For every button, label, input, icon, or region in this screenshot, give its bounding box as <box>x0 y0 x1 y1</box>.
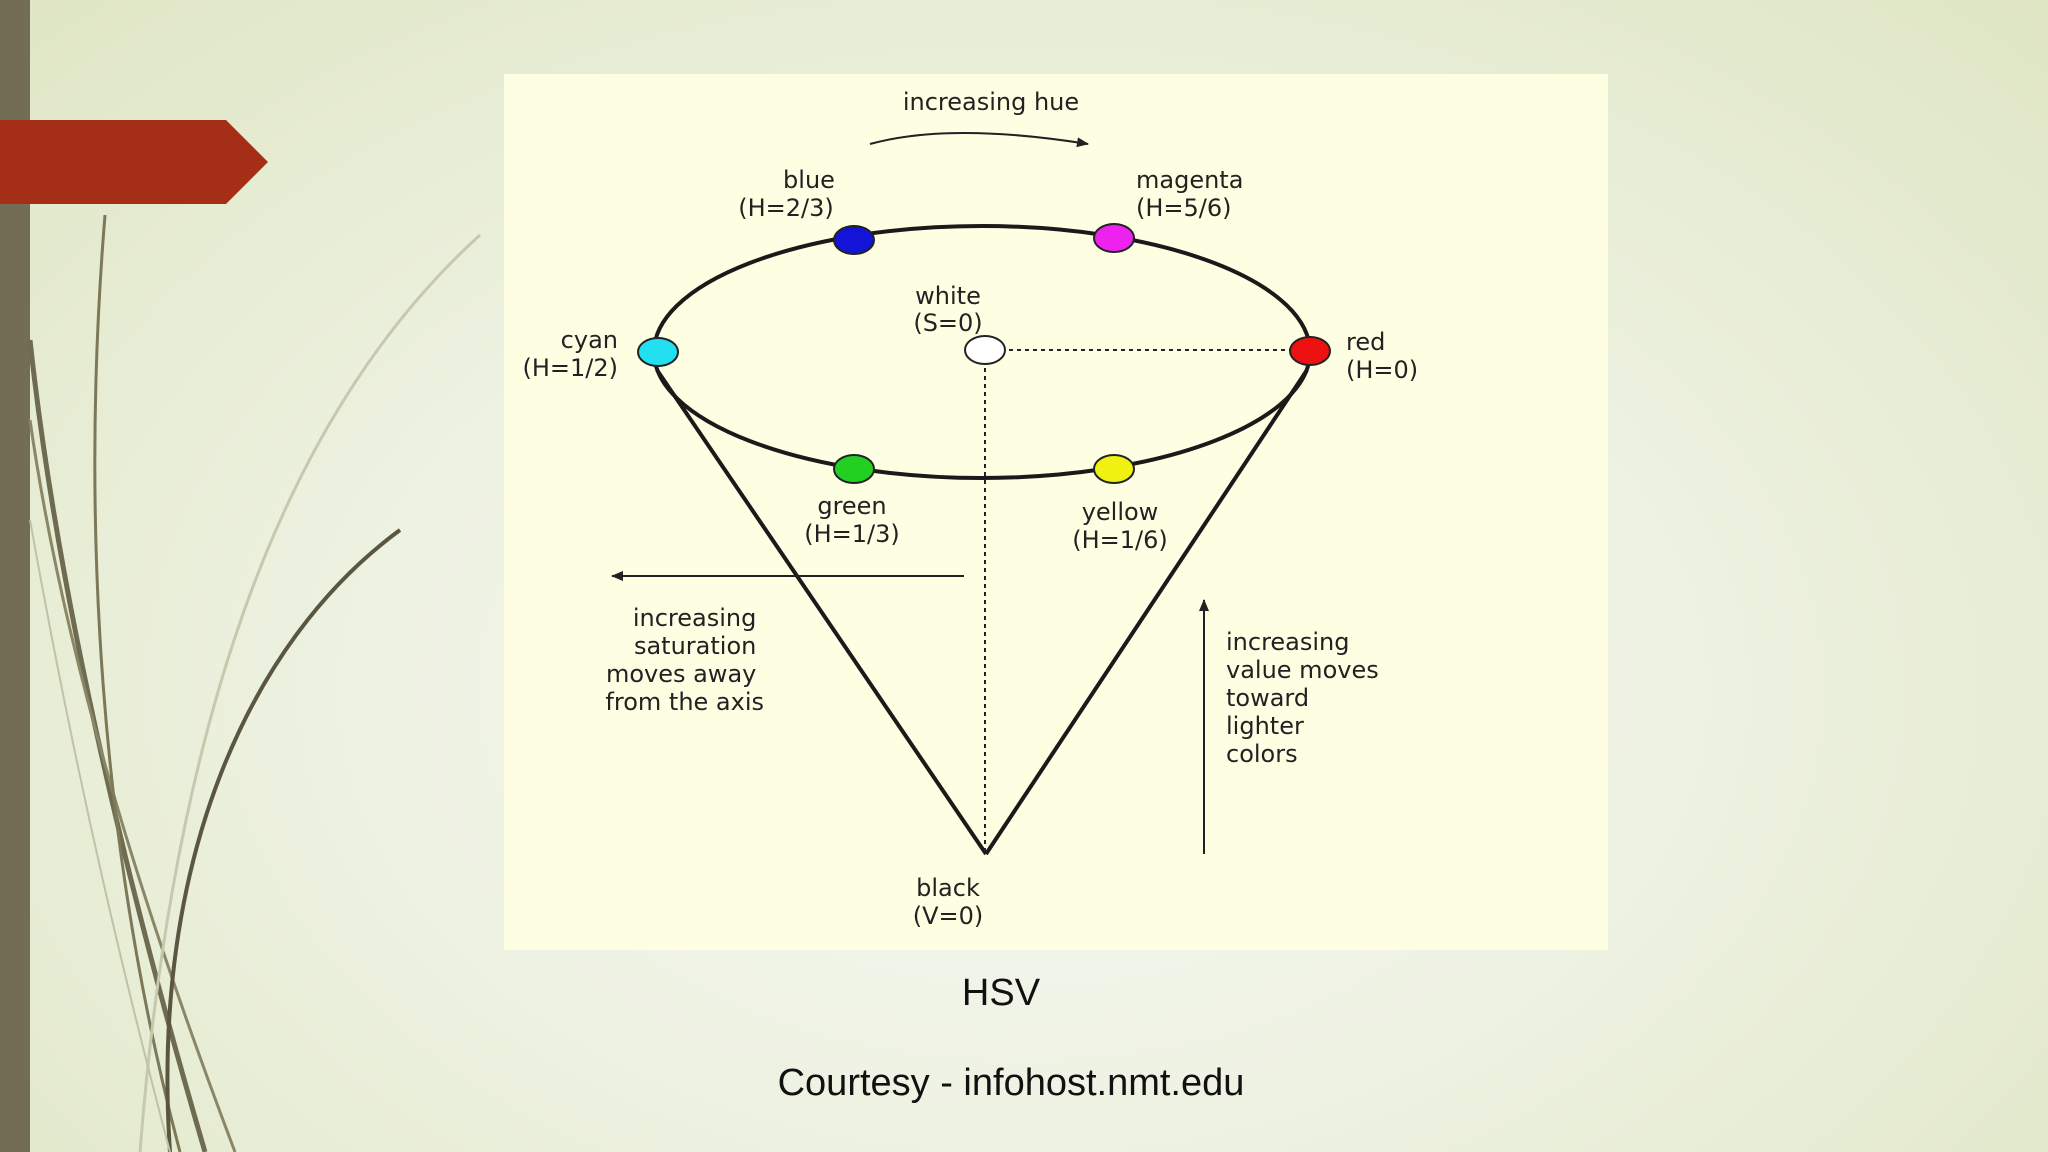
red-label: red <box>1346 328 1385 356</box>
magenta-param: (H=5/6) <box>1136 194 1232 222</box>
magenta-label: magenta <box>1136 166 1243 194</box>
yellow-param: (H=1/6) <box>1072 526 1168 554</box>
white-point <box>964 335 1006 365</box>
green-label: green <box>817 492 886 520</box>
black-label: black <box>916 874 980 902</box>
green-param: (H=1/3) <box>804 520 900 548</box>
hsv-cone-diagram: increasing hue blue (H=2/3) magenta (H=5… <box>504 74 1608 950</box>
cyan-label: cyan <box>561 326 618 354</box>
yellow-point <box>1093 454 1135 484</box>
slide-caption-credit: Courtesy - infohost.nmt.edu <box>0 1062 2022 1105</box>
red-param: (H=0) <box>1346 356 1418 384</box>
blue-param: (H=2/3) <box>738 194 834 222</box>
black-param: (V=0) <box>913 902 984 930</box>
caption-title-text: HSV <box>961 972 1041 1014</box>
red-point <box>1289 336 1331 366</box>
cyan-point <box>637 337 679 367</box>
saturation-note: increasing saturation moves away from th… <box>605 604 764 716</box>
hue-arrow-label: increasing hue <box>903 88 1079 116</box>
white-param: (S=0) <box>913 309 982 337</box>
hue-arrow <box>869 132 1089 148</box>
value-note: increasing value moves toward lighter co… <box>1226 628 1386 768</box>
yellow-label: yellow <box>1082 498 1159 526</box>
cyan-param: (H=1/2) <box>522 354 618 382</box>
slide-caption-title: HSV <box>0 972 2002 1015</box>
cone-left-edge <box>655 368 988 856</box>
green-point <box>833 454 875 484</box>
blue-point <box>833 225 875 255</box>
white-label: white <box>915 282 981 310</box>
cone-right-edge <box>984 368 1309 856</box>
caption-credit-text: Courtesy - infohost.nmt.edu <box>777 1062 1245 1104</box>
accent-arrow-tab <box>0 120 268 204</box>
blue-label: blue <box>783 166 835 194</box>
magenta-point <box>1093 223 1135 253</box>
